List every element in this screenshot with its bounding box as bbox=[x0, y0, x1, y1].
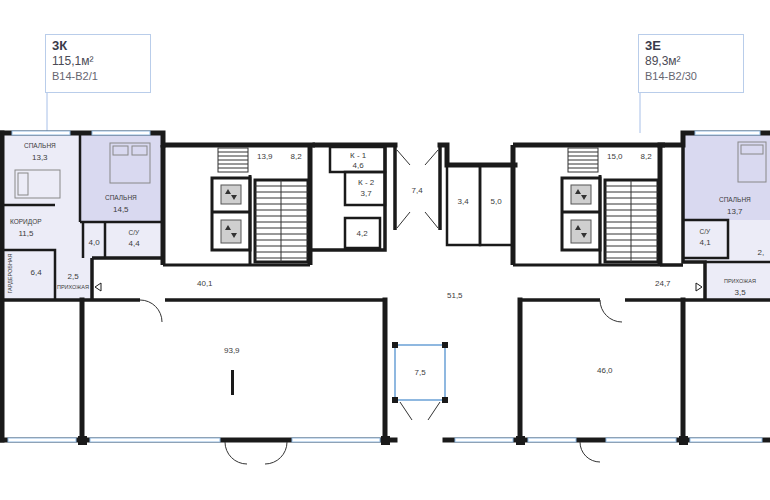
room-area: 8,2 bbox=[641, 152, 652, 161]
room-area: 11,5 bbox=[19, 229, 34, 238]
room-name: СПАЛЬНЯ bbox=[105, 194, 137, 202]
room-name: ПРИХОЖАЯ bbox=[724, 278, 756, 285]
room-name: ПРИХОЖАЯ bbox=[57, 284, 89, 291]
apartment-callout: 3Е89,3м²В14-В2/30 bbox=[638, 34, 744, 93]
room-area: 15,0 bbox=[607, 152, 623, 161]
room-area: 51,5 bbox=[447, 291, 463, 300]
columns bbox=[78, 370, 688, 445]
room-name: ГАРДЕРОБНАЯ bbox=[7, 253, 14, 293]
room-area: 14,5 bbox=[113, 205, 129, 214]
room-area: 4,6 bbox=[353, 161, 364, 170]
room-area: 5,0 bbox=[491, 197, 502, 206]
room-name: КОРИДОР bbox=[10, 218, 42, 226]
room-area: 40,1 bbox=[197, 279, 213, 288]
room-name: С/У bbox=[129, 229, 140, 237]
windows bbox=[8, 131, 762, 442]
room-area: 13,3 bbox=[32, 153, 48, 162]
apartment-type: 3К bbox=[52, 38, 140, 54]
outer-walls bbox=[0, 133, 770, 440]
apartment-code: В14-В2/30 bbox=[645, 69, 733, 83]
room-area: 4,2 bbox=[357, 229, 368, 238]
room-area: 2,5 bbox=[68, 272, 79, 281]
room-area: 24,7 bbox=[655, 279, 671, 288]
room-area: 13,9 bbox=[257, 152, 273, 161]
room-area: 2, bbox=[758, 248, 765, 257]
room-area: 4,4 bbox=[129, 239, 140, 248]
room-area: 3,7 bbox=[361, 189, 372, 198]
room-area: К - 2 bbox=[358, 178, 374, 187]
room-name: СПАЛЬНЯ bbox=[719, 196, 751, 204]
room-area: 13,7 bbox=[727, 207, 743, 216]
room-name: С/У bbox=[700, 228, 711, 236]
room-area: 4,1 bbox=[700, 238, 711, 247]
doors bbox=[140, 150, 622, 464]
room-area: 8,2 bbox=[291, 152, 302, 161]
room-area: 7,4 bbox=[412, 186, 423, 195]
room-area: 7,5 bbox=[415, 368, 426, 377]
room-area: 3,5 bbox=[735, 288, 746, 297]
callout-leaders bbox=[47, 88, 640, 133]
room-area: 46,0 bbox=[597, 366, 613, 375]
room-area: К - 1 bbox=[350, 151, 366, 160]
room-area: 4,0 bbox=[89, 238, 100, 247]
vestibule bbox=[392, 342, 448, 403]
entrance-markers bbox=[95, 283, 702, 291]
room-name: СПАЛЬНЯ bbox=[24, 142, 56, 150]
apartment-type: 3Е bbox=[645, 38, 733, 54]
partitions bbox=[0, 135, 770, 300]
room-area: 93,9 bbox=[224, 346, 240, 355]
furniture bbox=[15, 142, 766, 198]
room-area: 3,4 bbox=[458, 197, 469, 206]
apartment-callout: 3К115,1м²В14-В2/1 bbox=[45, 34, 151, 93]
room-fills bbox=[0, 133, 770, 300]
stair-blocks bbox=[163, 145, 665, 265]
apartment-area: 115,1м² bbox=[52, 54, 140, 69]
apartment-area: 89,3м² bbox=[645, 54, 733, 69]
room-area: 6,4 bbox=[31, 268, 42, 277]
apartment-code: В14-В2/1 bbox=[52, 69, 140, 83]
walls bbox=[0, 133, 770, 300]
